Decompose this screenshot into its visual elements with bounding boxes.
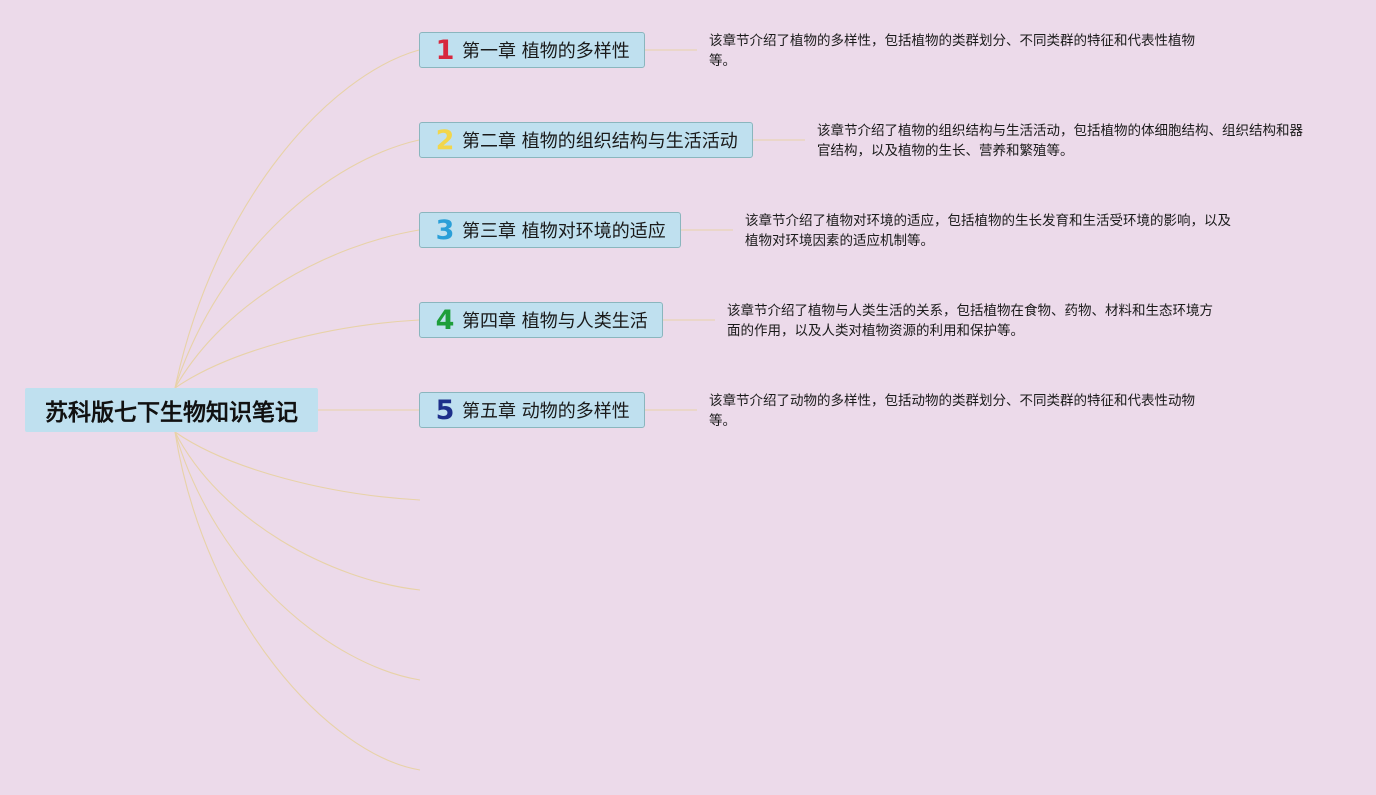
connector-root-chapter-4 [174,319,420,389]
connector-root-empty-3 [174,431,421,681]
chapter-4-description[interactable]: 该章节介绍了植物与人类生活的关系，包括植物在食物、药物、材料和生态环境方面的作用… [727,303,1213,339]
connector-root-chapter-2 [174,139,420,389]
chapter-2-title: 第二章 植物的组织结构与生活活动 [462,131,738,152]
chapter-node-5[interactable]: 5 第五章 动物的多样性 [419,392,645,428]
connector-root-empty-2 [174,431,421,591]
chapter-5-description[interactable]: 该章节介绍了动物的多样性，包括动物的类群划分、不同类群的特征和代表性动物等。 [709,393,1195,429]
chapter-4-title: 第四章 植物与人类生活 [462,311,648,332]
chapter-5-title: 第五章 动物的多样性 [462,401,630,422]
chapter-1-description[interactable]: 该章节介绍了植物的多样性，包括植物的类群划分、不同类群的特征和代表性植物等。 [709,33,1195,69]
chapter-1-title: 第一章 植物的多样性 [462,41,630,62]
number-3-icon: 3 [435,214,455,246]
number-1-icon: 1 [435,34,455,66]
chapter-3-description[interactable]: 该章节介绍了植物对环境的适应，包括植物的生长发育和生活受环境的影响，以及植物对环… [745,213,1231,249]
chapter-3-title: 第三章 植物对环境的适应 [462,221,666,242]
chapter-node-1[interactable]: 1 第一章 植物的多样性 [419,32,645,68]
connector-root-chapter-3 [174,229,420,389]
chapter-node-2[interactable]: 2 第二章 植物的组织结构与生活活动 [419,122,753,158]
number-2-icon: 2 [435,124,455,156]
number-5-icon: 5 [435,394,455,426]
connector-root-chapter-1 [174,49,420,389]
connector-root-empty-4 [174,431,421,771]
chapter-2-description[interactable]: 该章节介绍了植物的组织结构与生活活动，包括植物的体细胞结构、组织结构和器官结构，… [817,123,1303,159]
connector-root-empty-1 [174,431,421,501]
number-4-icon: 4 [435,304,455,336]
chapter-node-3[interactable]: 3 第三章 植物对环境的适应 [419,212,681,248]
root-topic-label: 苏科版七下生物知识笔记 [45,400,298,426]
chapter-node-4[interactable]: 4 第四章 植物与人类生活 [419,302,663,338]
root-topic[interactable]: 苏科版七下生物知识笔记 [25,388,318,432]
